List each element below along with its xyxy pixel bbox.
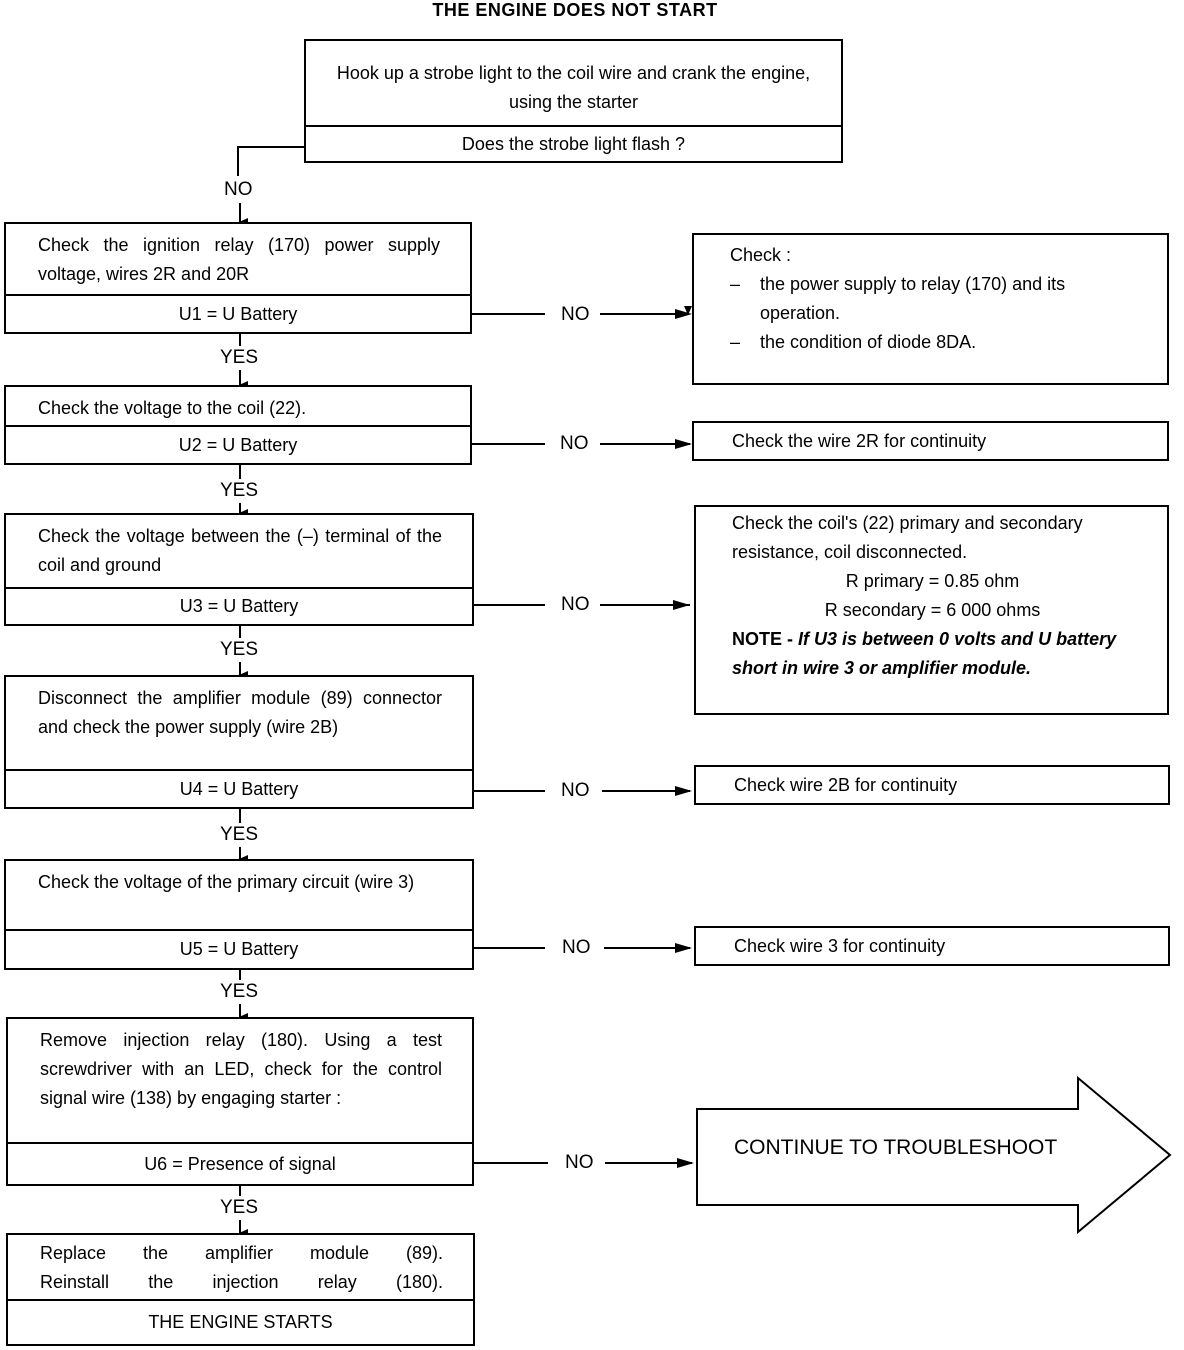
remedy-1-item: the condition of diode 8DA.: [730, 328, 1137, 357]
remedy-box-4: Check wire 2B for continuity: [694, 765, 1170, 805]
step-3-condition: U3 = U Battery: [6, 587, 472, 624]
start-question: Does the strobe light flash ?: [306, 125, 841, 161]
final-line-1: Replace the amplifier module (89).: [40, 1243, 443, 1263]
remedy-1-item: the power supply to relay (170) and its …: [730, 270, 1137, 328]
step-box-6: Remove injection relay (180). Using a te…: [6, 1017, 474, 1186]
yes-label-1: YES: [220, 347, 259, 368]
step-box-1: Check the ignition relay (170) power sup…: [4, 222, 472, 334]
start-box: Hook up a strobe light to the coil wire …: [304, 39, 843, 163]
step-5-condition: U5 = U Battery: [6, 929, 472, 968]
step-5-instruction: Check the voltage of the primary circuit…: [38, 872, 415, 892]
remedy-box-3: Check the coil's (22) primary and second…: [694, 505, 1169, 715]
step-3-instruction: Check the voltage between the (–) termin…: [38, 526, 442, 575]
note-text: If U3 is between 0 volts and U battery s…: [732, 629, 1117, 678]
note-label: NOTE -: [732, 629, 793, 649]
yes-label-5: YES: [220, 981, 259, 1002]
step-1-instruction: Check the ignition relay (170) power sup…: [38, 235, 440, 284]
step-6-instruction: Remove injection relay (180). Using a te…: [40, 1030, 442, 1108]
no-label-5: NO: [562, 937, 591, 958]
no-label-2: NO: [560, 433, 589, 454]
no-label-start: NO: [224, 179, 253, 200]
remedy-box-1: Check : the power supply to relay (170) …: [692, 233, 1169, 385]
step-2-condition: U2 = U Battery: [6, 425, 470, 463]
start-instruction: Hook up a strobe light to the coil wire …: [336, 63, 811, 112]
no-label-4: NO: [561, 780, 590, 801]
step-6-condition: U6 = Presence of signal: [8, 1142, 472, 1184]
remedy-3-secondary: R secondary = 6 000 ohms: [824, 600, 1041, 620]
remedy-box-2: Check the wire 2R for continuity: [692, 421, 1169, 461]
step-box-2: Check the voltage to the coil (22). U2 =…: [4, 385, 472, 465]
yes-label-4: YES: [220, 824, 259, 845]
step-4-instruction: Disconnect the amplifier module (89) con…: [38, 688, 442, 737]
step-4-condition: U4 = U Battery: [6, 769, 472, 807]
yes-label-2: YES: [220, 480, 259, 501]
remedy-2-text: Check the wire 2R for continuity: [732, 430, 987, 451]
yes-label-3: YES: [220, 639, 259, 660]
remedy-1-list: the power supply to relay (170) and its …: [730, 270, 1137, 357]
remedy-1-heading: Check :: [730, 245, 792, 265]
step-1-condition: U1 = U Battery: [6, 294, 470, 332]
continue-arrow-label: CONTINUE TO TROUBLESHOOT: [734, 1136, 1058, 1159]
remedy-4-text: Check wire 2B for continuity: [734, 774, 958, 795]
final-instructions: Replace the amplifier module (89). Reins…: [8, 1235, 473, 1303]
no-label-6: NO: [565, 1152, 594, 1173]
final-box: Replace the amplifier module (89). Reins…: [6, 1233, 475, 1346]
remedy-box-5: Check wire 3 for continuity: [694, 926, 1170, 966]
step-box-3: Check the voltage between the (–) termin…: [4, 513, 474, 626]
remedy-3-primary: R primary = 0.85 ohm: [845, 571, 1020, 591]
remedy-3-note: NOTE - If U3 is between 0 volts and U ba…: [732, 625, 1133, 683]
no-label-3: NO: [561, 594, 590, 615]
start-connector: [237, 146, 305, 176]
final-result: THE ENGINE STARTS: [8, 1299, 473, 1344]
step-box-5: Check the voltage of the primary circuit…: [4, 859, 474, 970]
no-label-1: NO: [561, 304, 590, 325]
remedy-5-text: Check wire 3 for continuity: [734, 935, 946, 956]
step-2-instruction: Check the voltage to the coil (22).: [38, 398, 307, 418]
page-title: THE ENGINE DOES NOT START: [432, 0, 718, 20]
step-box-4: Disconnect the amplifier module (89) con…: [4, 675, 474, 809]
remedy-3-text: Check the coil's (22) primary and second…: [732, 513, 1083, 562]
yes-label-6: YES: [220, 1197, 259, 1218]
continue-arrow-shape: [696, 1075, 1172, 1235]
final-line-2: Reinstall the injection relay (180).: [40, 1272, 443, 1292]
